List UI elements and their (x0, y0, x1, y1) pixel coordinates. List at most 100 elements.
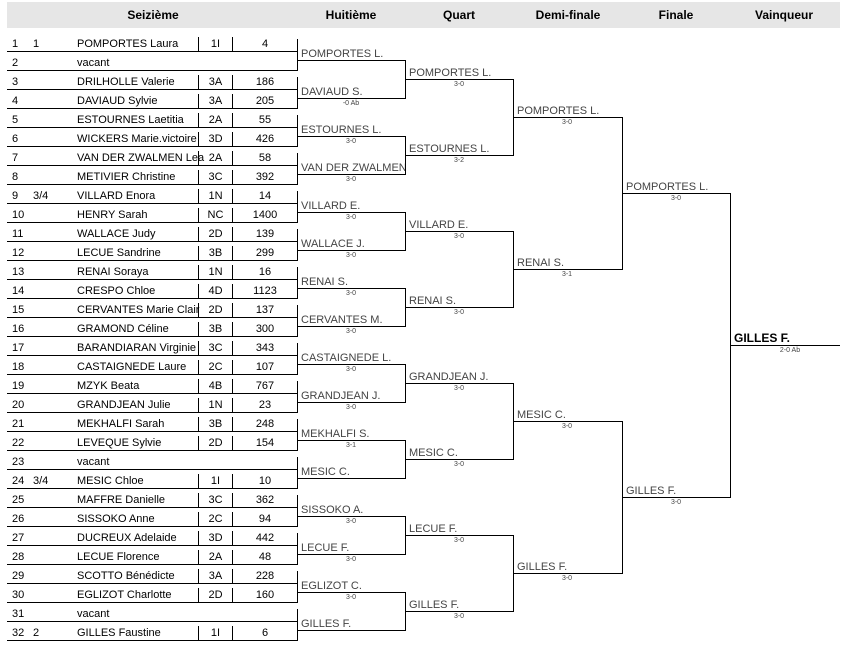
match-winner[interactable]: POMPORTES L. (626, 181, 709, 193)
match-score: 3-0 (345, 518, 357, 525)
player-name[interactable]: vacant (77, 57, 110, 69)
player-level: 2C (208, 361, 223, 373)
player-name[interactable]: DUCREUX Adelaide (77, 532, 177, 544)
match-winner[interactable]: CASTAIGNEDE L. (301, 352, 392, 364)
row-line (7, 165, 297, 166)
player-level: 4D (208, 285, 223, 297)
match-winner[interactable]: POMPORTES L. (409, 67, 492, 79)
player-name[interactable]: MEKHALFI Sarah (77, 418, 165, 430)
match-winner[interactable]: SISSOKO A. (301, 504, 364, 516)
separator (232, 569, 233, 583)
player-name[interactable]: CRESPO Chloe (77, 285, 156, 297)
winner-name[interactable]: GILLES F. (734, 331, 791, 345)
match-winner[interactable]: RENAI S. (301, 276, 349, 288)
separator (198, 170, 199, 184)
player-name[interactable]: BARANDIARAN Virginie (77, 342, 197, 354)
bracket-vertical (297, 305, 298, 337)
player-name[interactable]: MESIC Chloe (77, 475, 144, 487)
player-name[interactable]: LECUE Sandrine (77, 247, 161, 259)
player-name[interactable]: vacant (77, 456, 110, 468)
separator (232, 436, 233, 450)
bracket-line (405, 535, 513, 536)
player-name[interactable]: VILLARD Enora (77, 190, 156, 202)
player-name[interactable]: POMPORTES Laura (77, 38, 179, 50)
player-name[interactable]: DRILHOLLE Valerie (77, 76, 175, 88)
match-winner[interactable]: MEKHALFI S. (301, 428, 370, 440)
player-number: 19 (12, 380, 25, 392)
match-winner[interactable]: GILLES F. (626, 485, 677, 497)
player-name[interactable]: VAN DER ZWALMEN Lea (77, 152, 205, 164)
match-winner[interactable]: POMPORTES L. (517, 105, 600, 117)
match-winner[interactable]: VAN DER ZWALMEN (301, 162, 407, 174)
player-number: 3 (12, 76, 19, 88)
player-name[interactable]: LECUE Florence (77, 551, 160, 563)
separator (232, 360, 233, 374)
player-number: 16 (12, 323, 25, 335)
player-name[interactable]: GILLES Faustine (77, 627, 161, 639)
player-name[interactable]: LEVEQUE Sylvie (77, 437, 162, 449)
player-name[interactable]: SISSOKO Anne (77, 513, 155, 525)
match-winner[interactable]: ESTOURNES L. (301, 124, 382, 136)
separator (232, 265, 233, 279)
match-winner[interactable]: GILLES F. (409, 599, 460, 611)
match-winner[interactable]: LECUE F. (301, 542, 350, 554)
match-winner[interactable]: EGLIZOT C. (301, 580, 362, 592)
separator (232, 208, 233, 222)
bracket-vertical (297, 609, 298, 641)
player-number: 13 (12, 266, 25, 278)
player-name[interactable]: GRANDJEAN Julie (77, 399, 171, 411)
player-name[interactable]: MAFFRE Danielle (77, 494, 166, 506)
match-winner[interactable]: MESIC C. (517, 409, 566, 421)
match-winner[interactable]: VILLARD E. (409, 219, 469, 231)
player-level: 2D (208, 589, 223, 601)
match-score: 3-0 (453, 613, 465, 620)
player-name[interactable]: WALLACE Judy (77, 228, 156, 240)
player-seed: 2 (33, 627, 40, 639)
match-winner[interactable]: GILLES F. (517, 561, 568, 573)
player-name[interactable]: vacant (77, 608, 110, 620)
player-name[interactable]: SCOTTO Bénédicte (77, 570, 175, 582)
player-name[interactable]: DAVIAUD Sylvie (77, 95, 158, 107)
match-winner[interactable]: ESTOURNES L. (409, 143, 490, 155)
match-winner[interactable]: RENAI S. (409, 295, 457, 307)
player-name[interactable]: ESTOURNES Laetitia (77, 114, 184, 126)
player-name[interactable]: EGLIZOT Charlotte (77, 589, 172, 601)
match-winner[interactable]: MESIC C. (301, 466, 350, 478)
player-name[interactable]: CASTAIGNEDE Laure (77, 361, 187, 373)
match-score: 2-0 Ab (779, 347, 801, 354)
player-name[interactable]: CERVANTES Marie Clair (77, 304, 200, 316)
separator (198, 75, 199, 89)
bracket-line (405, 611, 513, 612)
player-name[interactable]: WICKERS Marie.victoire (77, 133, 197, 145)
player-name[interactable]: HENRY Sarah (77, 209, 148, 221)
match-winner[interactable]: CERVANTES M. (301, 314, 383, 326)
player-name[interactable]: GRAMOND Céline (77, 323, 169, 335)
player-level: 3A (208, 570, 223, 582)
separator (198, 227, 199, 241)
player-name[interactable]: RENAI Soraya (77, 266, 149, 278)
match-winner[interactable]: DAVIAUD S. (301, 86, 363, 98)
player-points: 10 (258, 475, 272, 487)
match-winner[interactable]: WALLACE J. (301, 238, 365, 250)
header-0: Seizième (127, 8, 179, 22)
separator (198, 493, 199, 507)
match-winner[interactable]: GRANDJEAN J. (409, 371, 489, 383)
match-winner[interactable]: GRANDJEAN J. (301, 390, 381, 402)
separator (232, 322, 233, 336)
separator (198, 94, 199, 108)
player-name[interactable]: METIVIER Christine (77, 171, 176, 183)
bracket-line (297, 136, 405, 137)
match-score: 3-0 (345, 366, 357, 373)
player-name[interactable]: MZYK Beata (77, 380, 140, 392)
match-winner[interactable]: VILLARD E. (301, 200, 361, 212)
match-winner[interactable]: MESIC C. (409, 447, 458, 459)
match-winner[interactable]: RENAI S. (517, 257, 565, 269)
match-winner[interactable]: LECUE F. (409, 523, 458, 535)
bracket-line (622, 497, 730, 498)
match-score: 3-1 (345, 442, 357, 449)
match-score: 3-0 (345, 594, 357, 601)
bracket-vertical (297, 115, 298, 147)
match-score: 3-0 (453, 461, 465, 468)
match-winner[interactable]: POMPORTES L. (301, 48, 384, 60)
match-winner[interactable]: GILLES F. (301, 618, 352, 630)
